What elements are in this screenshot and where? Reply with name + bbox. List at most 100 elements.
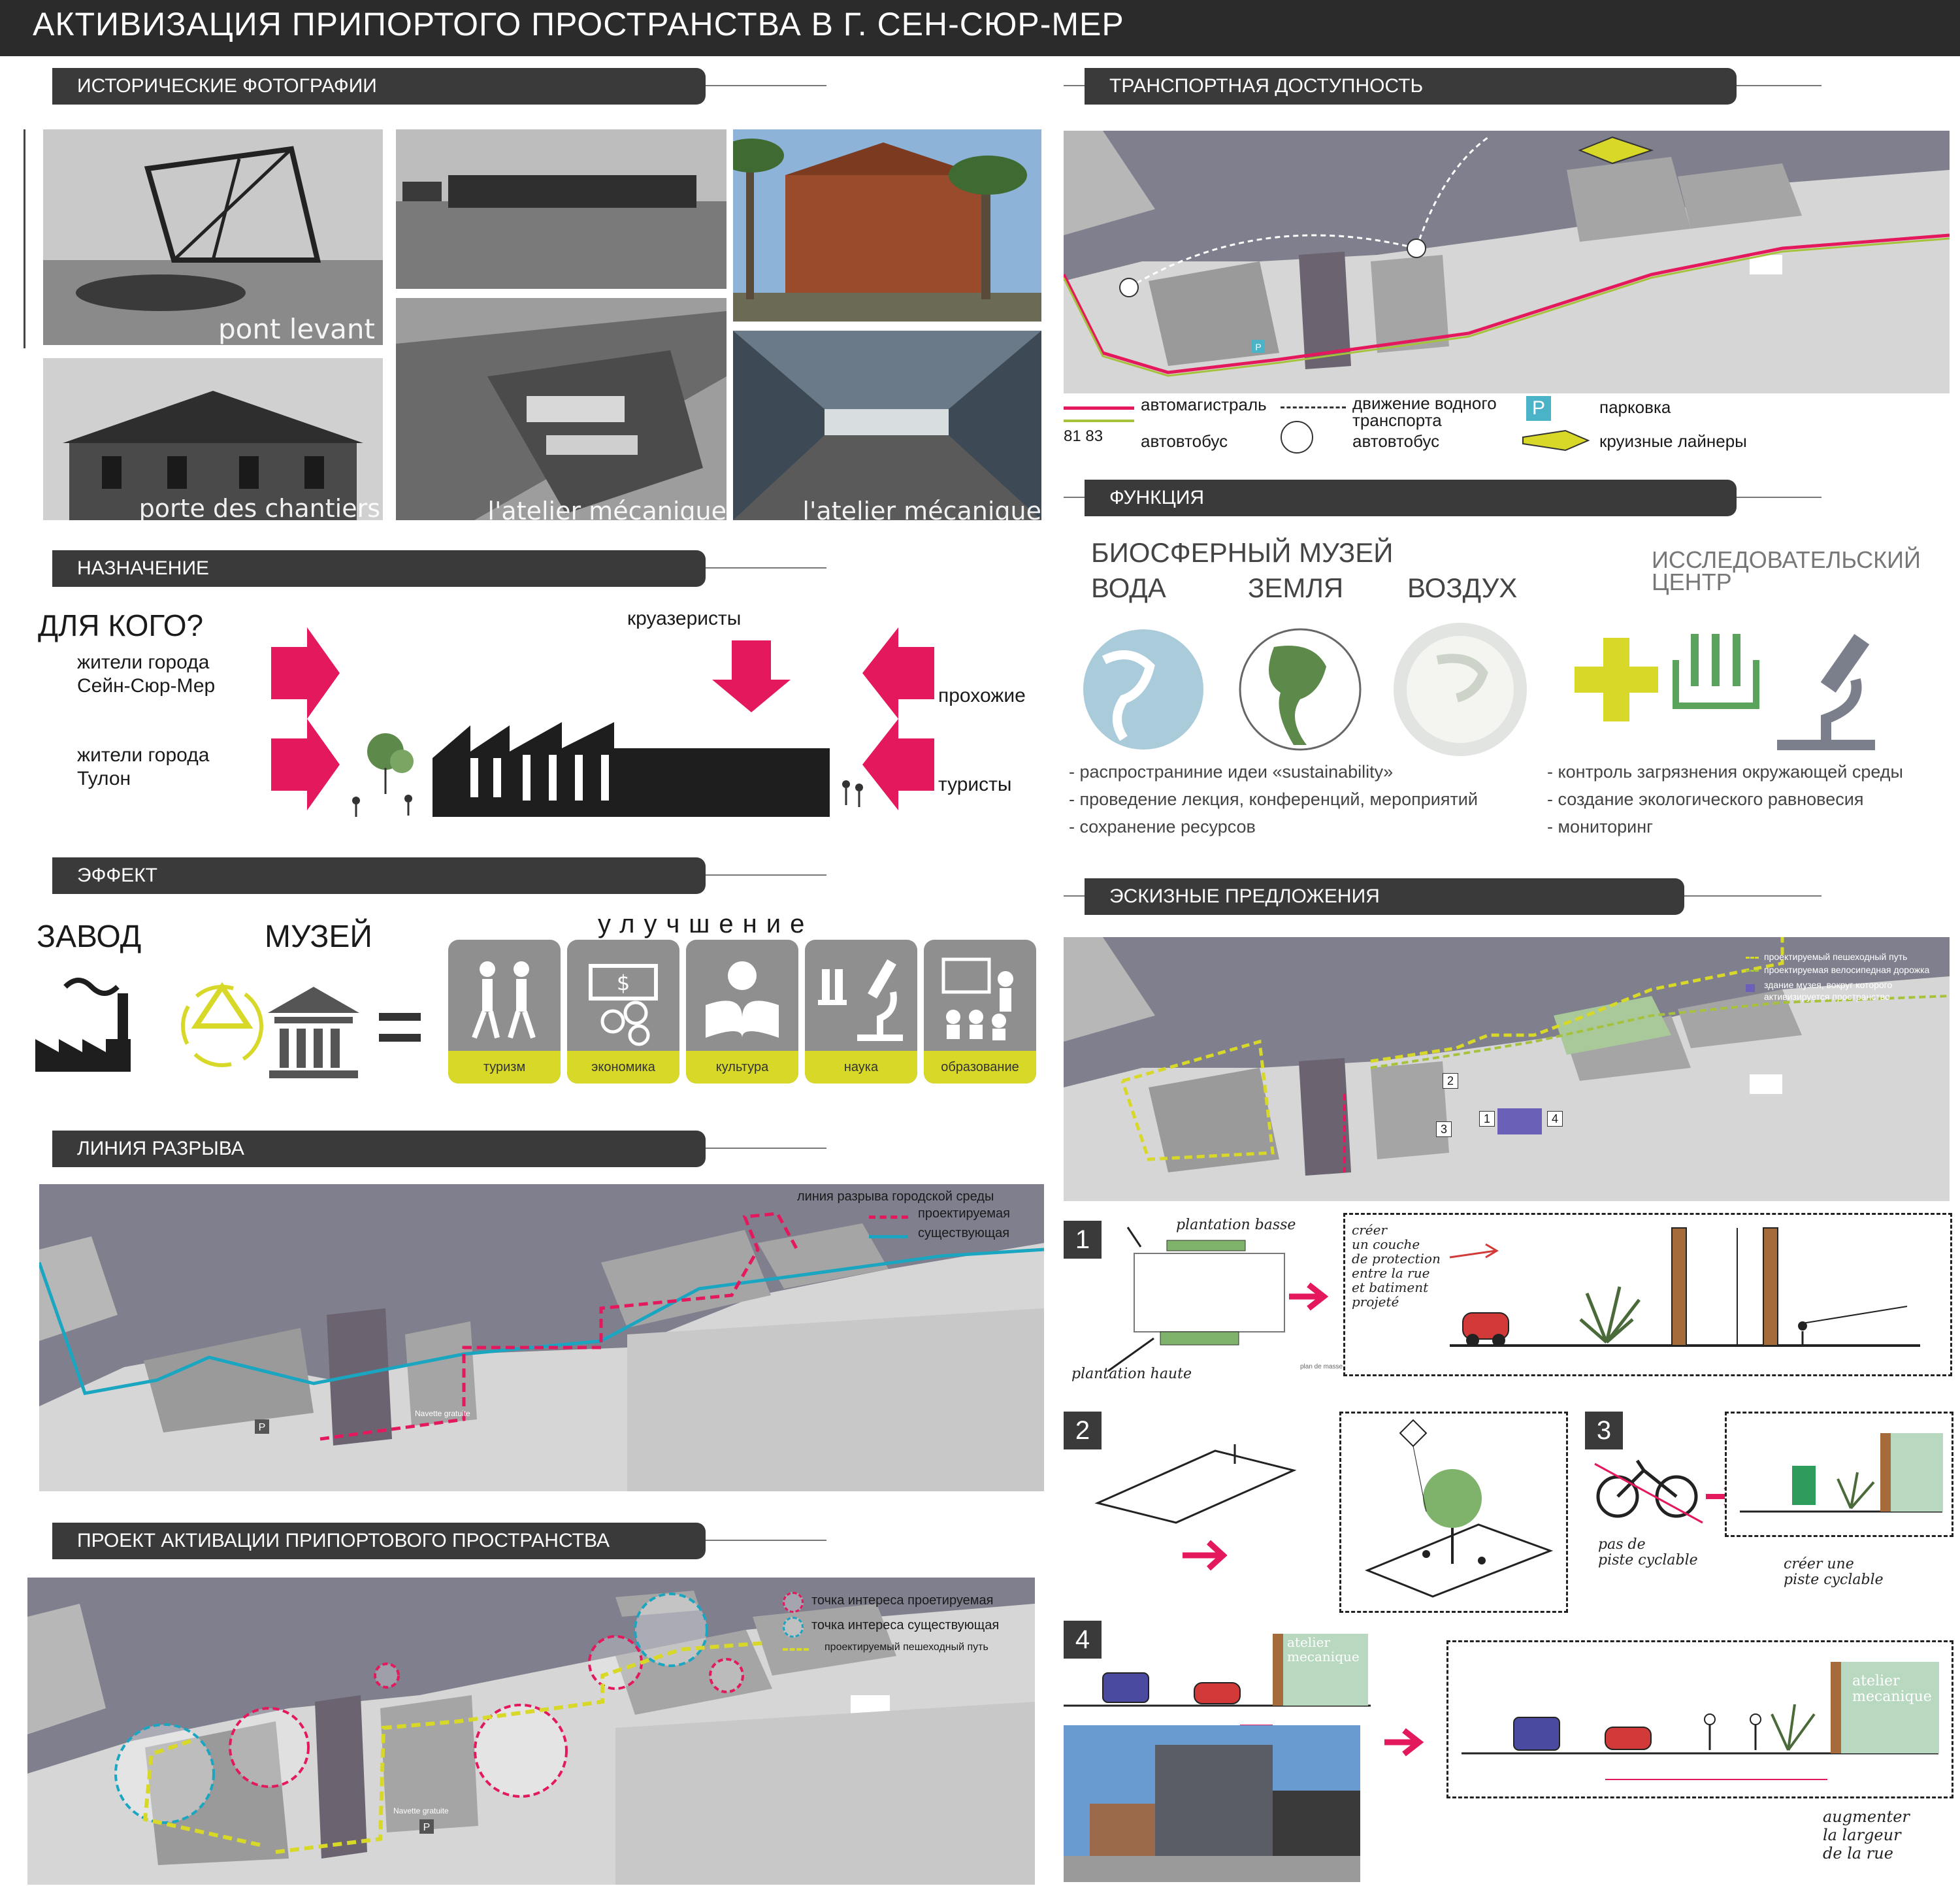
museum-icon [268, 987, 359, 1078]
caption-atelier-1: l'atelier mécanique [487, 497, 727, 520]
globe-air-icon [1394, 623, 1527, 756]
function-icons [1083, 623, 1875, 756]
interior-image [733, 331, 1041, 520]
sketch-number-2: 2 [1064, 1412, 1102, 1449]
legend-existing-swatch [869, 1235, 908, 1238]
legend-ped-path: проектируемый пешеходный путь [825, 1642, 988, 1653]
street-image [1064, 1725, 1360, 1882]
section-transport: ТРАНСПОРТНАЯ ДОСТУПНОСТЬ [1085, 68, 1737, 105]
shuttle-label: Navette gratuite [415, 1409, 470, 1418]
legend-bus-swatch [1064, 420, 1134, 422]
section-break-line: ЛИНИЯ РАЗРЫВА [52, 1131, 706, 1167]
globe-earth-icon [1239, 628, 1362, 751]
transport-map: P [1064, 131, 1950, 393]
hikers-icon [472, 961, 536, 1039]
break-line-map: P линия разрыва городской среды проектир… [39, 1184, 1044, 1491]
tile-science: наука [805, 940, 917, 1084]
svg-text:P: P [259, 1422, 266, 1433]
sketch-2-view [1339, 1412, 1568, 1613]
label-pas-piste: pas de piste cyclable [1598, 1536, 1698, 1568]
legend-projected-swatch [869, 1216, 908, 1219]
sketch-legend-building: здание музея, вокруг которого активизиру… [1764, 980, 1893, 1002]
purpose-diagram [271, 627, 934, 817]
function-research: ИССЛЕДОВАТЕЛЬСКИЙ ЦЕНТР [1652, 546, 1921, 595]
project-map: P точка интереса проетируемая точка инте… [27, 1578, 1035, 1885]
bridge-image [43, 129, 383, 345]
no-bike-icon [1594, 1459, 1741, 1524]
reader-icon [706, 961, 779, 1038]
photo-street [1064, 1725, 1360, 1882]
arrow-left-2-icon [862, 719, 934, 810]
red-building-image [733, 129, 1041, 322]
building-image [43, 358, 383, 520]
legend-poi-existing-swatch [783, 1617, 804, 1638]
sketch-1-section-drawing [1449, 1227, 1920, 1347]
photo-pont-levant: pont levant [43, 129, 383, 345]
sketch-4-existing [1064, 1634, 1371, 1726]
svg-text:P: P [1255, 342, 1261, 352]
tile-culture: культура [686, 940, 798, 1084]
divider [706, 874, 826, 876]
page-title: АКТИВИЗАЦИЯ ПРИПОРТОГО ПРОСТРАНСТВА В Г.… [33, 6, 1124, 42]
sketch-3-section [1725, 1412, 1953, 1537]
section-project: ПРОЕКТ АКТИВАЦИИ ПРИПОРТОВОГО ПРОСТРАНСТ… [52, 1523, 706, 1559]
tile-economy: $ экономика [567, 940, 679, 1084]
label-tourists: туристы [938, 774, 1012, 795]
divider [1737, 85, 1821, 86]
legend-parking: парковка [1599, 397, 1671, 417]
red-arrow-1-icon [1289, 1282, 1329, 1311]
caption-pont-levant: pont levant [218, 313, 375, 345]
tile-label: образование [924, 1051, 1036, 1084]
section-effect: ЭФФЕКТ [52, 857, 706, 894]
legend-bus-numbers: 81 83 [1064, 427, 1103, 445]
globe-water-icon [1083, 629, 1203, 750]
legend-highway-swatch [1064, 406, 1134, 410]
legend-bike-swatch [1746, 970, 1759, 972]
parking-icon: P [1526, 396, 1551, 421]
function-water: ВОДА [1091, 572, 1166, 603]
label-creer-couche: créer un couche de protection entre la r… [1352, 1222, 1441, 1310]
shuttle-label: Navette gratuite [393, 1806, 449, 1815]
tile-label: туризм [448, 1051, 561, 1084]
label-passersby: прохожие [938, 685, 1026, 706]
effect-icons [35, 978, 421, 1078]
purpose-question: ДЛЯ КОГО? [38, 608, 204, 642]
tile-label: экономика [567, 1051, 679, 1084]
photo-frame-line [24, 129, 25, 348]
label-creer-piste: créer une piste cyclable [1784, 1556, 1884, 1588]
legend-water-swatch [1281, 406, 1346, 408]
svg-text:P: P [423, 1822, 431, 1833]
sketch-1-section: créer un couche de protection entre la r… [1343, 1213, 1952, 1376]
sketch-map-marker-1: 1 [1479, 1111, 1495, 1127]
legend-cruise: круизные лайнеры [1599, 431, 1747, 451]
tile-label: культура [686, 1051, 798, 1084]
sketch-3-section-drawing [1740, 1433, 1943, 1513]
divider [706, 567, 826, 569]
legend-water-bus: автовтобус [1352, 431, 1440, 451]
function-earth: ЗЕМЛЯ [1248, 572, 1344, 603]
test-tubes-icon [1673, 634, 1759, 709]
legend-existing: существующая [918, 1226, 1010, 1240]
money-icon: $ [589, 964, 658, 1046]
transport-map-drawing: P [1064, 131, 1950, 393]
aerial-image [396, 298, 727, 520]
tile-label: наука [805, 1051, 917, 1084]
legend-projected: проектируемая [918, 1206, 1011, 1221]
arrow-left-1-icon [862, 627, 934, 719]
tree-people-icon [352, 733, 414, 817]
label-plantation-basse: plantation basse [1176, 1217, 1296, 1233]
cruise-liner-icon [1522, 429, 1590, 452]
equals-icon [379, 1013, 421, 1042]
caption-porte-chantiers: porte des chantiers [139, 494, 380, 520]
tile-tourism: туризм [448, 940, 561, 1084]
label-atelier-small: atelier mecanique [1287, 1634, 1360, 1664]
photo-port-hangar [396, 129, 727, 289]
label-factory: ЗАВОД [37, 919, 142, 954]
function-air: ВОЗДУХ [1407, 572, 1518, 603]
hangar-image [396, 129, 727, 289]
legend-poi-existing: точка интереса существующая [811, 1618, 1000, 1632]
legend-poi-projected-swatch [783, 1592, 804, 1613]
legend-bus: автовтобус [1141, 431, 1228, 451]
divider [1684, 895, 1821, 897]
sketch-map-marker-4: 4 [1547, 1111, 1563, 1127]
